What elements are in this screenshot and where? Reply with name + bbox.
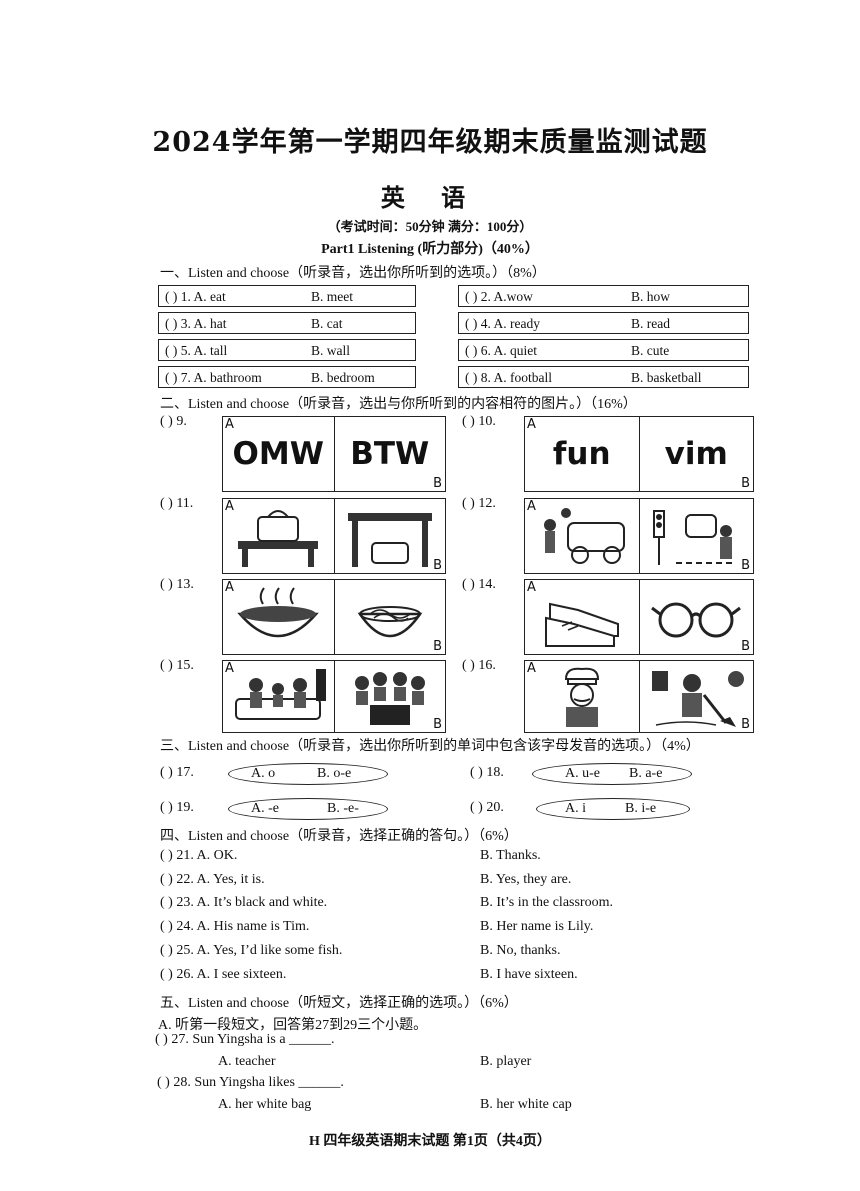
q12-option-a: A	[525, 499, 640, 573]
q11-label: ( ) 11.	[160, 496, 194, 511]
q25-a: ( ) 25. A. Yes, I’d like some fish.	[160, 943, 343, 958]
soup-bowl-icon	[237, 587, 319, 638]
part-heading: Part1 Listening (听力部分)（40%）	[321, 242, 539, 257]
q21-a: ( ) 21. A. OK.	[160, 848, 238, 863]
q12-picture-pair: A B	[524, 498, 754, 574]
exam-info: （考试时间：50分钟 满分：100分）	[327, 219, 533, 234]
section4-heading: 四、Listen and choose（听录音，选择正确的答句。）（6%）	[160, 829, 518, 844]
s1-item-7: ( ) 7. A. bathroom B. bedroom	[158, 366, 416, 388]
q26-b: B. I have sixteen.	[480, 967, 578, 982]
q22-a: ( ) 22. A. Yes, it is.	[160, 872, 265, 887]
q13-option-a: A	[223, 580, 335, 654]
q23-a: ( ) 23. A. It’s black and white.	[160, 895, 328, 910]
subject-title: 英 语	[380, 184, 480, 212]
s1-item-1: ( ) 1. A. eat B. meet	[158, 285, 416, 307]
q10-label: ( ) 10.	[462, 414, 496, 429]
family-at-table-icon	[354, 671, 425, 725]
q26-a: ( ) 26. A. I see sixteen.	[160, 967, 287, 982]
q14-option-a: A	[525, 580, 640, 654]
q16-option-a: A	[525, 661, 640, 732]
q16-option-b: B	[640, 661, 754, 732]
glasses-icon	[651, 602, 742, 638]
s1-item-5: ( ) 5. A. tall B. wall	[158, 339, 416, 361]
q9-picture-pair: A OMW BTW B	[222, 416, 446, 492]
q15-label: ( ) 15.	[160, 658, 194, 673]
q12-label: ( ) 12.	[462, 496, 496, 511]
s1-item-3: ( ) 3. A. hat B. cat	[158, 312, 416, 334]
cleaner-sweeping-icon	[652, 670, 745, 727]
q27-a: A. teacher	[218, 1054, 276, 1069]
bag-under-desk-icon	[347, 513, 432, 567]
q18-label: ( ) 18.	[470, 765, 504, 780]
q11-option-a: A	[223, 499, 335, 573]
q13-option-b: B	[335, 580, 446, 654]
q28-a: A. her white bag	[218, 1097, 312, 1112]
q28-stem: ( ) 28. Sun Yingsha likes ______.	[157, 1075, 344, 1090]
q17-label: ( ) 17.	[160, 765, 194, 780]
page-footer: H 四年级英语期末试题 第1页（共4页）	[309, 1134, 551, 1149]
cook-icon	[564, 667, 599, 727]
q23-b: B. It’s in the classroom.	[480, 895, 613, 910]
section3-heading: 三、Listen and choose（听录音，选出你所听到的单词中包含该字母发…	[160, 739, 700, 754]
s1-item-8: ( ) 8. A. football B. basketball	[458, 366, 749, 388]
q10-picture-pair: A fun vim B	[524, 416, 754, 492]
q15-picture-pair: A B	[222, 660, 446, 733]
section1-heading: 一、Listen and choose（听录音，选出你所听到的选项。）（8%）	[160, 266, 546, 281]
shoes-icon	[544, 602, 619, 647]
q18-options: A. u-e B. a-e	[532, 763, 692, 785]
noodle-bowl-icon	[357, 606, 423, 638]
q13-picture-pair: A B	[222, 579, 446, 655]
q14-option-b: B	[640, 580, 754, 654]
q20-label: ( ) 20.	[470, 800, 504, 815]
section5-heading: 五、Listen and choose（听短文，选择正确的选项。）（6%）	[160, 996, 518, 1011]
q15-option-a: A	[223, 661, 335, 732]
q27-stem: ( ) 27. Sun Yingsha is a ______.	[155, 1032, 335, 1047]
q19-label: ( ) 19.	[160, 800, 194, 815]
q17-options: A. o B. o-e	[228, 763, 388, 785]
q21-b: B. Thanks.	[480, 848, 541, 863]
s1-item-2: ( ) 2. A.wow B. how	[458, 285, 749, 307]
people-car-icon	[543, 508, 625, 564]
q11-option-b: B	[335, 499, 446, 573]
q16-label: ( ) 16.	[462, 658, 496, 673]
q9-label: ( ) 9.	[160, 414, 187, 429]
q14-picture-pair: A B	[524, 579, 754, 655]
q22-b: B. Yes, they are.	[480, 872, 572, 887]
q16-picture-pair: A B	[524, 660, 754, 733]
q24-a: ( ) 24. A. His name is Tim.	[160, 919, 310, 934]
page-title: 2024学年第一学期四年级期末质量监测试题	[152, 127, 708, 158]
q25-b: B. No, thanks.	[480, 943, 561, 958]
q10-option-b: vim B	[664, 436, 750, 491]
q27-b: B. player	[480, 1054, 532, 1069]
q9-option-a: A OMW	[223, 417, 335, 491]
q24-b: B. Her name is Lily.	[480, 919, 594, 934]
section2-heading: 二、Listen and choose（听录音，选出与你所听到的内容相符的图片。…	[160, 397, 637, 412]
q15-option-b: B	[335, 661, 446, 732]
q12-option-b: B	[640, 499, 754, 573]
bag-on-desk-icon	[238, 510, 319, 567]
q19-options: A. -e B. -e-	[228, 798, 388, 820]
q28-b: B. her white cap	[480, 1097, 572, 1112]
q10-option-a: A fun	[525, 417, 640, 491]
s1-item-6: ( ) 6. A. quiet B. cute	[458, 339, 749, 361]
q14-label: ( ) 14.	[462, 577, 496, 592]
family-on-sofa-icon	[235, 668, 327, 720]
q9-option-b: BTW B	[350, 436, 442, 491]
q20-options: A. i B. i-e	[536, 798, 690, 820]
section5-sub: A. 听第一段短文，回答第27到29三个小题。	[158, 1018, 428, 1033]
traffic-light-crossing-icon	[653, 510, 737, 565]
q11-picture-pair: A B	[222, 498, 446, 574]
q13-label: ( ) 13.	[160, 577, 194, 592]
s1-item-4: ( ) 4. A. ready B. read	[458, 312, 749, 334]
